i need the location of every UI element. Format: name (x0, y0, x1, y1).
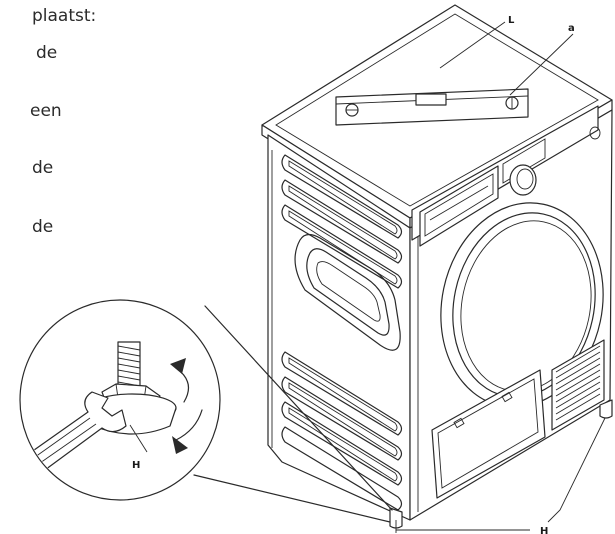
callout-a: a (568, 23, 575, 34)
spirit-level-icon (335, 88, 529, 126)
text-fragment-3: een (30, 101, 62, 121)
text-fragment-5: de (32, 217, 54, 237)
leader-L (439, 21, 506, 69)
foot-front-left (389, 507, 403, 529)
callout-L: L (508, 15, 515, 26)
dryer-feet (389, 399, 613, 529)
zoom-detail: H (19, 299, 393, 523)
water-container-drawer (419, 165, 499, 247)
text-fragment-4: de (32, 158, 54, 178)
side-ribs (281, 154, 403, 511)
leader-H-main-right (547, 417, 606, 523)
text-fragment-2: de (36, 43, 58, 63)
rotation-arrow-icon (170, 358, 203, 454)
leader-a (509, 33, 574, 96)
filter-flap (431, 369, 546, 499)
callout-H-main: H (540, 526, 548, 534)
text-fragment-1: plaatst: (32, 6, 97, 26)
display (502, 138, 546, 184)
foot-front-right (599, 399, 613, 419)
dryer (261, 4, 613, 529)
callout-H-zoom: H (132, 460, 140, 471)
leader-H-main-left (395, 520, 530, 531)
start-button (589, 126, 601, 140)
ventilation-grille (551, 339, 605, 431)
